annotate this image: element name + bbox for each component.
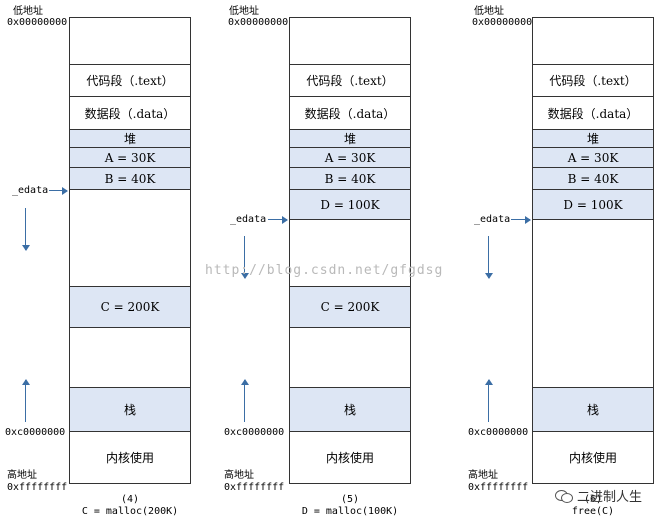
heap-grow-arrow (485, 236, 493, 279)
code-segment: 代码段（.text） (290, 64, 410, 97)
low-address-label: 低地址 (13, 6, 43, 17)
stack-address-value: 0xc0000000 (5, 427, 66, 438)
high-address-value: 0xffffffff (224, 482, 285, 493)
edata-pointer-arrow (511, 216, 531, 224)
memory-column: 代码段（.text） 数据段（.data） 堆 A = 30K B = 40K … (289, 17, 411, 484)
high-address-value: 0xffffffff (7, 482, 68, 493)
caption-6: (6) free(C) (543, 494, 643, 518)
block-b: B = 40K (290, 168, 410, 190)
heap-segment: 堆 (70, 130, 190, 148)
brand-watermark: 二进制人生 (555, 486, 642, 505)
block-c: C = 200K (290, 286, 410, 328)
data-segment: 数据段（.data） (70, 97, 190, 130)
block-b: B = 40K (533, 168, 653, 190)
caption-text: free(C) (571, 506, 615, 517)
stack-grow-arrow (241, 379, 249, 422)
block-c: C = 200K (70, 286, 190, 328)
low-address-label: 低地址 (474, 6, 504, 17)
heap-grow-arrow (241, 236, 249, 279)
edata-pointer-arrow (268, 216, 288, 224)
low-address-value: 0x00000000 (472, 17, 533, 28)
edata-label: _edata (230, 214, 267, 225)
stack-segment: 栈 (533, 387, 653, 432)
code-segment: 代码段（.text） (70, 64, 190, 97)
high-address-label: 高地址 (468, 470, 498, 481)
low-address-value: 0x00000000 (228, 17, 289, 28)
block-b: B = 40K (70, 168, 190, 190)
low-address-value: 0x00000000 (7, 17, 68, 28)
block-a: A = 30K (533, 148, 653, 168)
caption-text: D = malloc(100K) (301, 506, 399, 517)
wechat-icon (555, 489, 573, 503)
caption-number: (6) (583, 494, 603, 505)
stack-address-value: 0xc0000000 (224, 427, 285, 438)
caption-5: (5) D = malloc(100K) (300, 494, 400, 518)
edata-label: _edata (12, 185, 49, 196)
edata-label: _edata (474, 214, 511, 225)
stack-grow-arrow (22, 379, 30, 422)
kernel-segment: 内核使用 (568, 450, 617, 465)
data-segment: 数据段（.data） (290, 97, 410, 130)
caption-number: (4) (120, 494, 140, 505)
stack-grow-arrow (485, 379, 493, 422)
brand-name: 二进制人生 (577, 490, 643, 505)
heap-grow-arrow (22, 208, 30, 251)
block-d: D = 100K (290, 190, 410, 220)
stack-segment: 栈 (70, 387, 190, 432)
edata-pointer-arrow (49, 187, 68, 195)
heap-segment: 堆 (533, 130, 653, 148)
code-segment: 代码段（.text） (533, 64, 653, 97)
heap-segment: 堆 (290, 130, 410, 148)
block-a: A = 30K (70, 148, 190, 168)
memory-column: 代码段（.text） 数据段（.data） 堆 A = 30K B = 40K … (69, 17, 191, 484)
kernel-segment: 内核使用 (325, 450, 374, 465)
block-a: A = 30K (290, 148, 410, 168)
caption-text: C = malloc(200K) (81, 506, 179, 517)
watermark-text: http://blog.csdn.net/gfgdsg (205, 263, 444, 278)
block-d: D = 100K (533, 190, 653, 220)
stack-address-value: 0xc0000000 (468, 427, 529, 438)
low-address-label: 低地址 (229, 6, 259, 17)
caption-number: (5) (340, 494, 360, 505)
stack-segment: 栈 (290, 387, 410, 432)
high-address-value: 0xffffffff (468, 482, 529, 493)
memory-column: 代码段（.text） 数据段（.data） 堆 A = 30K B = 40K … (532, 17, 654, 484)
high-address-label: 高地址 (7, 470, 37, 481)
caption-4: (4) C = malloc(200K) (80, 494, 180, 518)
data-segment: 数据段（.data） (533, 97, 653, 130)
high-address-label: 高地址 (224, 470, 254, 481)
kernel-segment: 内核使用 (105, 450, 154, 465)
